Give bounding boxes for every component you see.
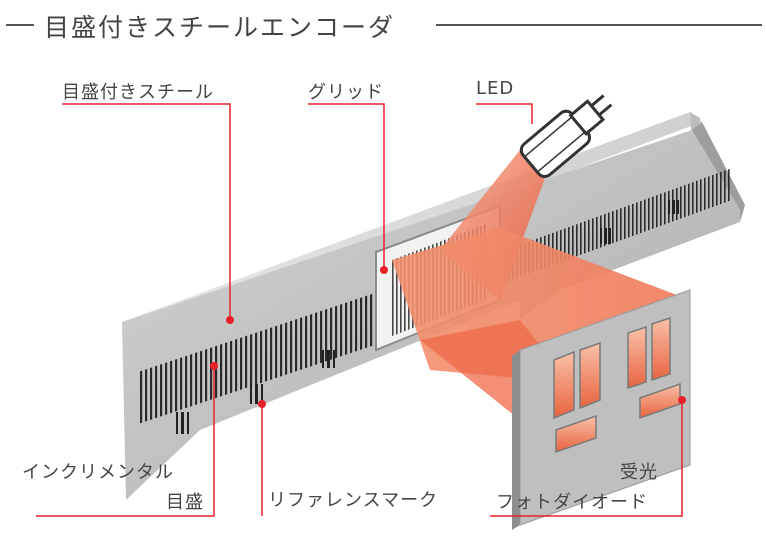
reference-marks	[176, 200, 679, 434]
led-icon	[519, 94, 613, 178]
leader-grid	[308, 103, 385, 268]
leader-scale	[62, 103, 231, 318]
leader-lines	[36, 103, 683, 517]
leader-dots	[210, 266, 686, 408]
label-grid: グリッド	[308, 82, 384, 103]
label-led: LED	[476, 78, 515, 99]
leader-incremental	[36, 366, 215, 517]
leader-receiver	[490, 400, 683, 517]
title-rule-right	[436, 24, 762, 26]
label-incremental-line1: インクリメンタル	[22, 462, 174, 483]
label-receiver-line2: フォトダイオード	[496, 492, 648, 513]
photodiode-panel-edge	[512, 350, 520, 530]
title-rule-left	[6, 24, 34, 26]
label-graduated-steel: 目盛付きスチール	[62, 82, 214, 103]
photodiode-windows	[553, 316, 681, 454]
scale-end-face	[692, 122, 745, 222]
incremental-scale-band	[138, 278, 420, 424]
label-receiver-line1: 受光	[620, 462, 658, 483]
label-reference-mark: リファレンスマーク	[268, 490, 439, 511]
label-incremental-line2: 目盛	[166, 492, 204, 513]
leader-led	[476, 103, 533, 124]
diagram-title: 目盛付きスチールエンコーダ	[44, 13, 396, 42]
